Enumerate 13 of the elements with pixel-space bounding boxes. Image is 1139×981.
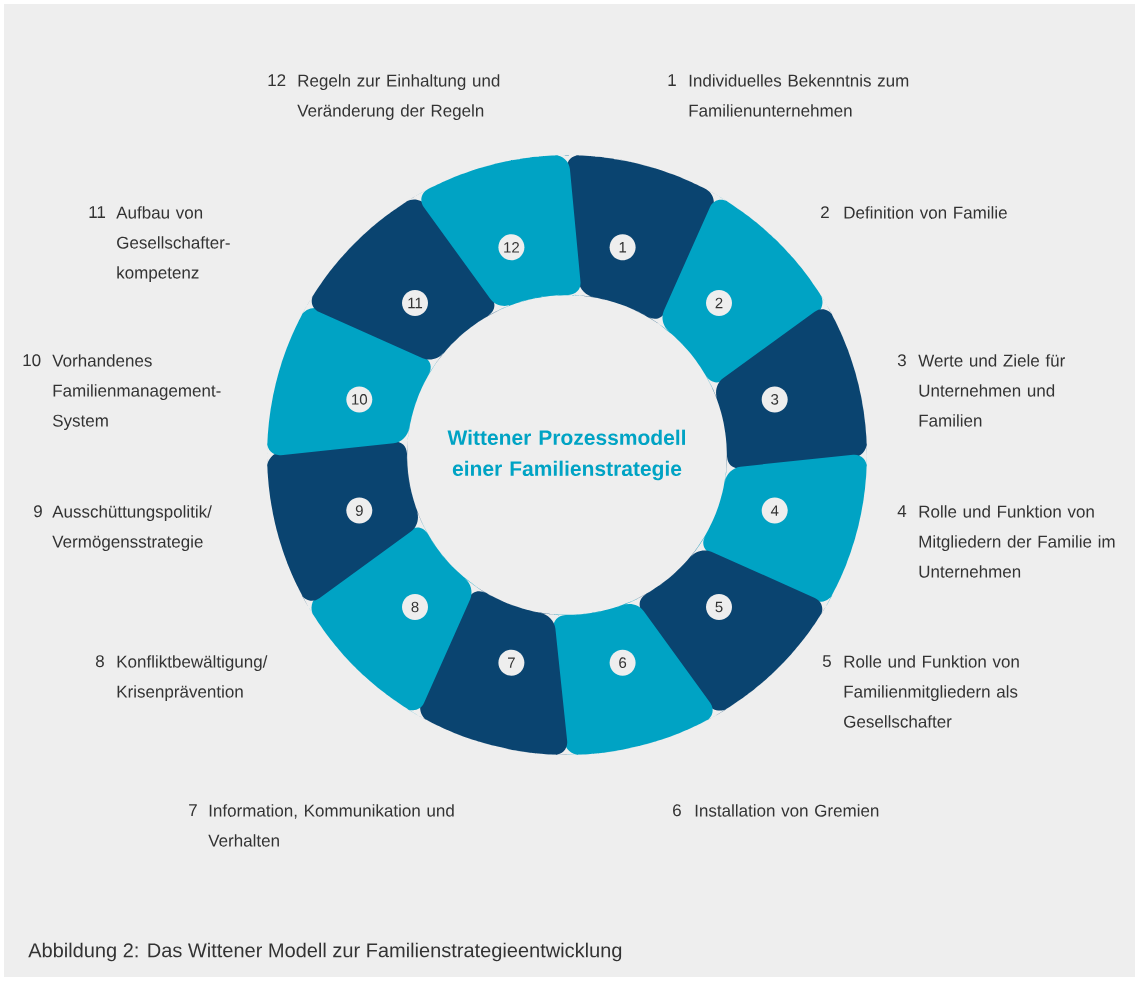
caption: Abbildung 2: Das Wittener Modell zur Familienstrategieentwicklung [28, 942, 622, 962]
segment-label: 8 Konfliktbewältigung/ Krisenprävention [95, 655, 268, 702]
segment-label: 1 Individuelles Bekenntnis zum Familienunternehmen [668, 74, 909, 117]
center-title: Wittener Prozessmodell einer Familienstrategie [447, 429, 685, 481]
segment-label: 7 Information, Kommunikation und Verhalten [189, 804, 454, 847]
segment-label: 3 Werte und Ziele für Unternehmen und Familien [897, 354, 1065, 427]
segment-label: 6 Installation von Gremien [673, 804, 879, 817]
segment-label: 11 Aufbau von Gesellschafter-kompetenz [89, 206, 230, 283]
segment-label: 10 Vorhandenes Familienmanagement-System [23, 354, 221, 431]
ring-segment: 8 [306, 515, 482, 716]
segment-label: 4 Rolle und Funktion von Mitgliedern der Familie im Unternehmen [897, 505, 1115, 578]
segment-label: 9 Ausschüttungspolitik/ Vermögensstrategie [34, 505, 212, 552]
segment-label: 12 Regeln zur Einhaltung und Veränderung der Regeln [268, 74, 500, 121]
